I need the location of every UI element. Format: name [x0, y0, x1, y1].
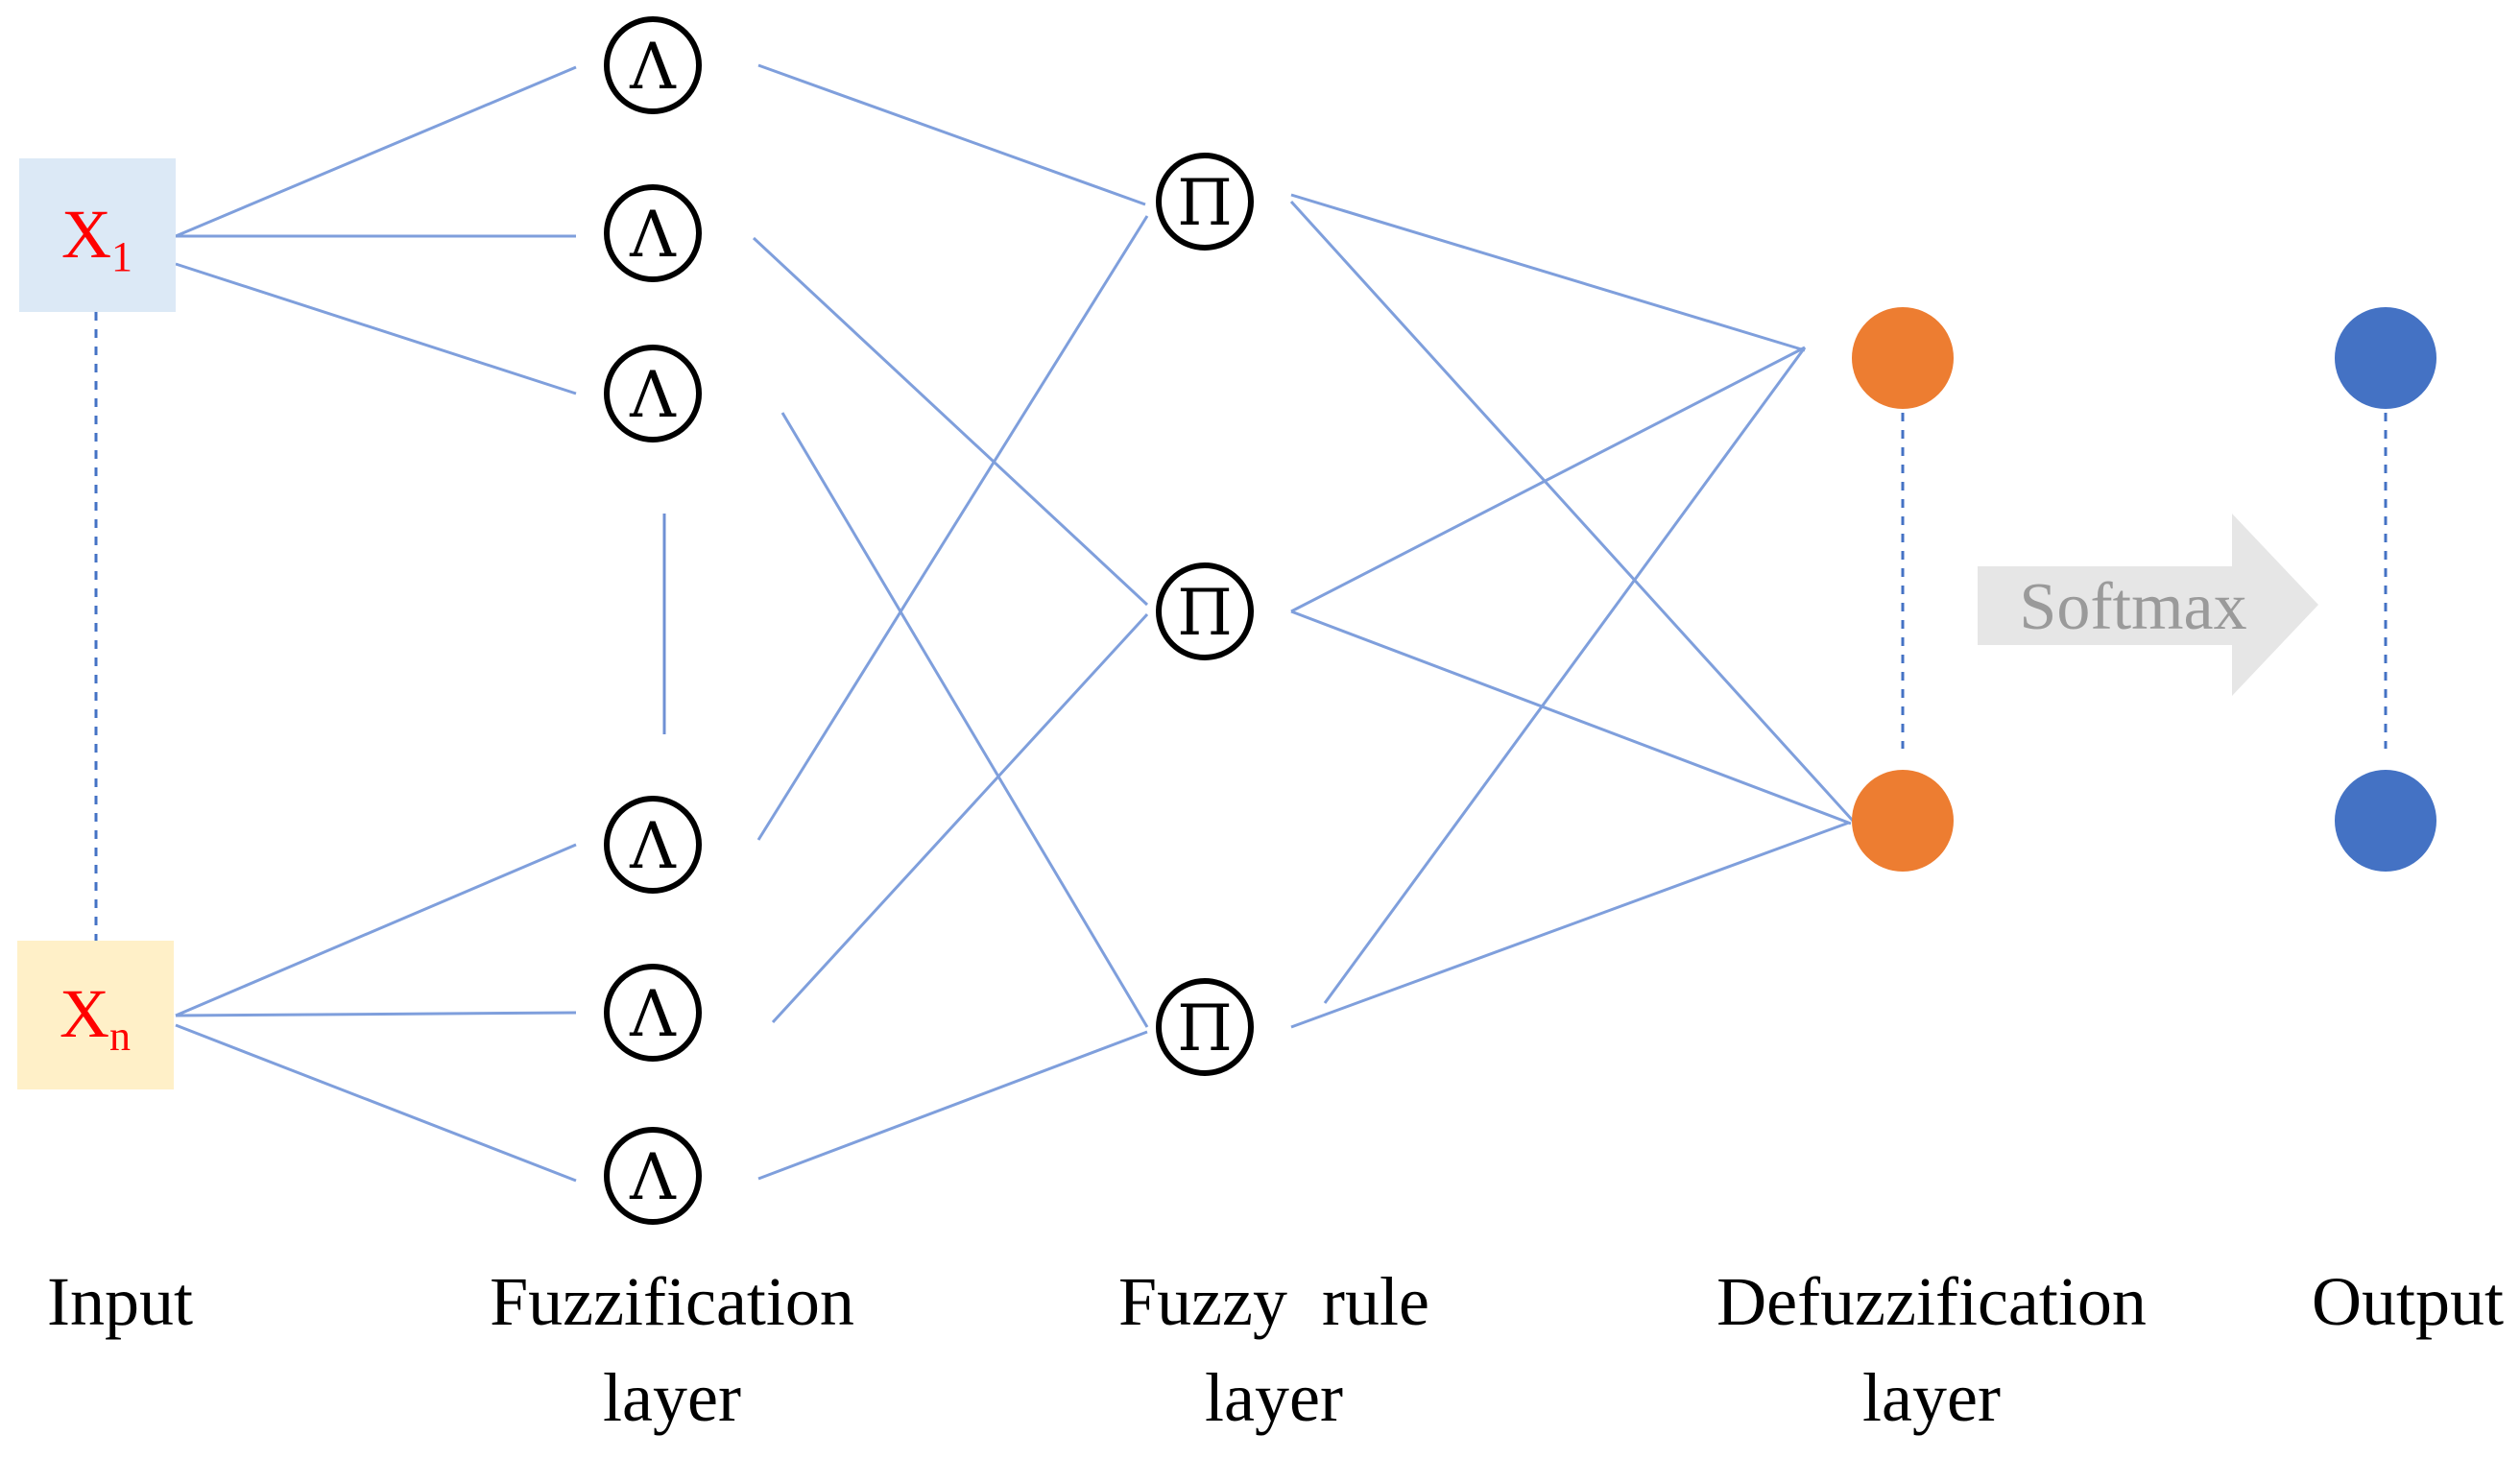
fuzzification-node: Λ [604, 1127, 702, 1225]
fuzzification-symbol: Λ [629, 30, 677, 104]
fuzzification-node: Λ [604, 16, 702, 114]
rule-node: Π [1156, 562, 1254, 660]
edge-xn-fuzz6 [175, 1023, 577, 1183]
fuzzification-symbol: Λ [629, 809, 677, 883]
edge-rule1-defuzz1 [1290, 193, 1806, 352]
edge-fuzz3-rule3 [780, 412, 1149, 1028]
fuzzification-layer-label-line1: Fuzzification [490, 1263, 854, 1340]
edge-fuzz2-rule2 [752, 236, 1149, 607]
defuzzification-node [1852, 307, 1954, 409]
rule-symbol: Π [1177, 992, 1233, 1065]
softmax-arrow: Softmax [1978, 514, 2318, 696]
fuzzification-symbol: Λ [629, 1140, 677, 1214]
edge-fuzz1-rule1 [757, 63, 1146, 206]
input-node-xn: Xn [17, 941, 174, 1089]
edge-rule3-defuzz2 [1290, 821, 1850, 1029]
edge-rule2-defuzz2 [1290, 610, 1852, 825]
rule-node: Π [1156, 153, 1254, 251]
edge-x1-fuzz1 [175, 65, 577, 238]
defuzzification-layer-label-line2: layer [1862, 1359, 2001, 1436]
edge-xn-fuzz4 [175, 843, 577, 1017]
fuzzification-symbol: Λ [629, 977, 677, 1051]
edge-x1-fuzz3 [175, 262, 577, 395]
input-label-x1: X1 [61, 196, 132, 280]
input-main-x1: X [61, 196, 111, 273]
rule-layer-label-line1: Fuzzy rule [1118, 1263, 1429, 1340]
softmax-arrow-shape [1978, 514, 2318, 696]
softmax-label: Softmax [2019, 570, 2246, 644]
edge-fuzz6-rule3 [757, 1030, 1148, 1181]
edge-fuzz4-rule1 [756, 215, 1149, 841]
defuzzification-node [1852, 770, 1954, 872]
defuzzification-nodes [1852, 307, 1954, 872]
input-node-x1: X1 [19, 158, 176, 312]
output-node [2335, 770, 2436, 872]
input-sub-xn: n [109, 1013, 131, 1060]
input-main-xn: X [60, 975, 109, 1052]
input-box-xn [17, 941, 174, 1089]
fuzzification-nodes: Λ Λ Λ Λ Λ Λ [604, 16, 702, 1225]
fuzzification-symbol: Λ [629, 358, 677, 432]
fuzzification-node: Λ [604, 184, 702, 282]
rule-symbol: Π [1177, 576, 1233, 650]
output-nodes [2335, 307, 2436, 872]
fuzzification-symbol: Λ [629, 198, 677, 272]
defuzzification-layer-label-line1: Defuzzification [1716, 1263, 2147, 1340]
input-label-xn: Xn [60, 975, 131, 1060]
input-box-x1 [19, 158, 176, 312]
fuzzification-layer-label-line2: layer [603, 1359, 741, 1436]
edge-rule1-defuzz2 [1289, 200, 1855, 823]
rule-nodes: Π Π Π [1156, 153, 1254, 1076]
input-layer-label: Input [47, 1263, 193, 1340]
fuzzification-node: Λ [604, 796, 702, 894]
edges [175, 63, 1855, 1183]
edge-fuzz5-rule2 [771, 612, 1149, 1024]
fuzzification-node: Λ [604, 964, 702, 1062]
rule-layer-label-line2: layer [1205, 1359, 1343, 1436]
layer-labels: Input Fuzzification layer Fuzzy rule lay… [47, 1263, 2504, 1436]
fuzzification-node: Λ [604, 345, 702, 442]
output-layer-label: Output [2312, 1263, 2504, 1340]
output-node [2335, 307, 2436, 409]
rule-node: Π [1156, 978, 1254, 1076]
edge-rule2-defuzz1 [1290, 346, 1806, 613]
rule-symbol: Π [1177, 166, 1233, 240]
edge-xn-fuzz5 [175, 1011, 577, 1017]
input-sub-x1: 1 [111, 233, 132, 280]
edge-rule3-defuzz1 [1323, 347, 1807, 1004]
